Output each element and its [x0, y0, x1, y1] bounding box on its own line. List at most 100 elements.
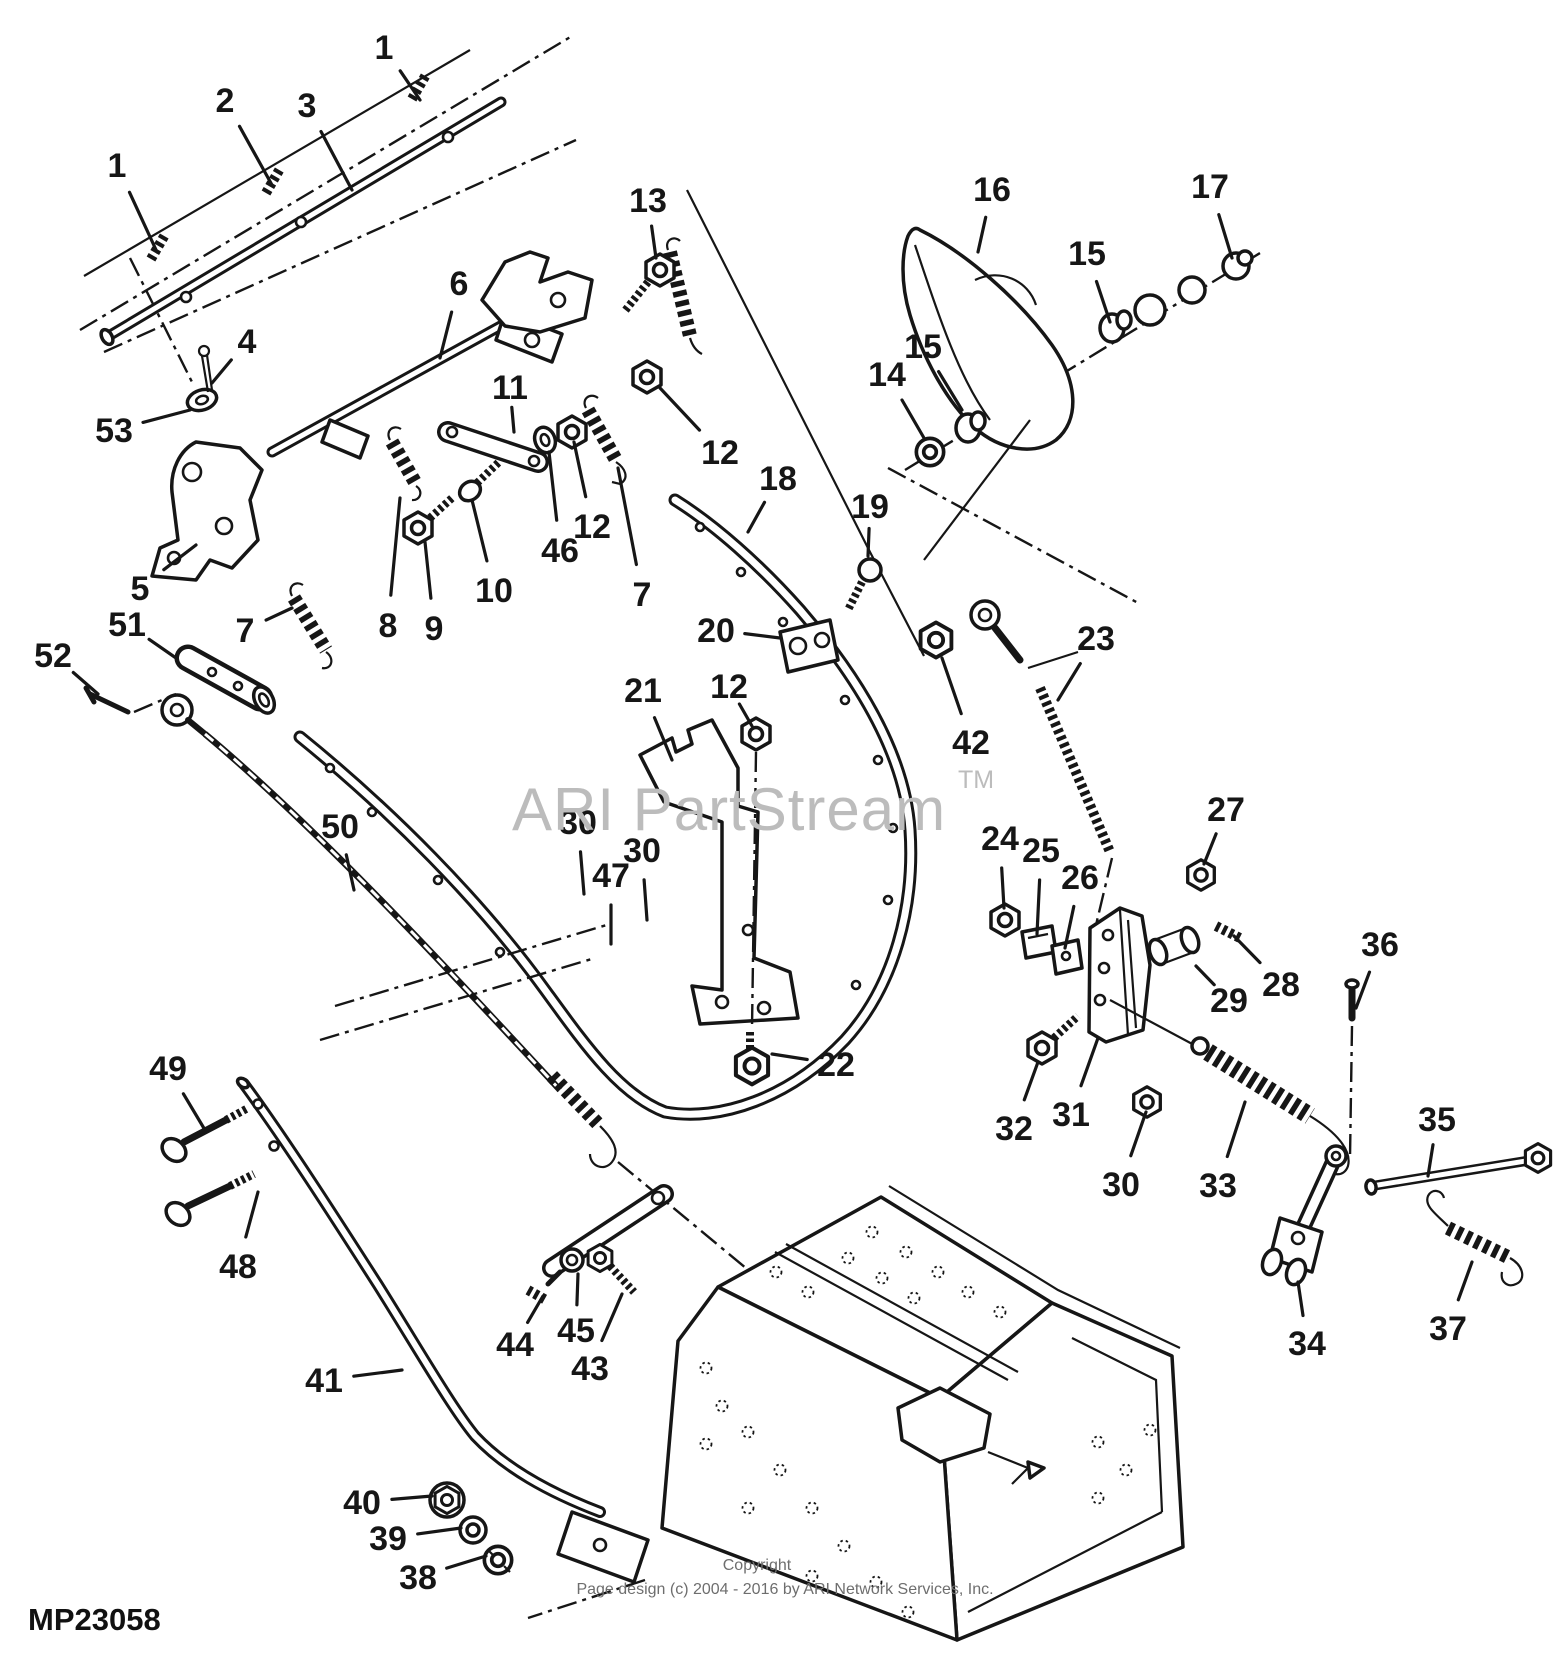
callout-label-1: 1 — [108, 147, 127, 185]
rod-23-assembly — [918, 599, 1115, 926]
washer-14 — [914, 436, 946, 468]
callout-leader-3 — [319, 129, 354, 192]
callout-label-19: 19 — [851, 488, 889, 526]
callout-label-30: 30 — [1102, 1166, 1140, 1204]
callout-leader-41 — [352, 1368, 404, 1378]
callout-leader-49 — [181, 1092, 207, 1132]
callout-leader-31 — [1079, 1036, 1100, 1088]
callout-label-40: 40 — [343, 1484, 381, 1522]
callout-label-47: 47 — [592, 857, 630, 895]
callout-leader-18 — [746, 500, 767, 534]
washer-39 — [458, 1515, 488, 1545]
callout-leader-28 — [1232, 934, 1262, 965]
upper-tie-rod-assembly — [83, 49, 507, 347]
callout-label-9: 9 — [425, 610, 444, 648]
callout-label-26: 26 — [1061, 859, 1099, 897]
callout-label-7: 7 — [633, 576, 652, 614]
bolt-48 — [164, 1200, 192, 1228]
callout-leader-37 — [1456, 1260, 1474, 1302]
handle-grip-assembly — [901, 226, 1266, 561]
callout-label-12: 12 — [573, 508, 611, 546]
spacer — [1177, 275, 1207, 305]
cable-assembly-50 — [83, 644, 894, 1391]
callout-label-39: 39 — [369, 1520, 407, 1558]
callout-label-20: 20 — [697, 612, 735, 650]
grass-bag-housing — [660, 1185, 1185, 1642]
nut-12 — [740, 716, 772, 752]
callout-leader-14 — [900, 398, 926, 440]
callout-label-45: 45 — [557, 1312, 595, 1350]
idler-arm-assembly — [525, 1184, 674, 1305]
copyright-line2: Page design (c) 2004 - 2016 by ARI Netwo… — [576, 1581, 993, 1598]
callout-label-3: 3 — [298, 87, 317, 125]
callout-label-18: 18 — [759, 460, 797, 498]
callout-label-31: 31 — [1052, 1096, 1090, 1134]
callout-leader-40 — [390, 1494, 434, 1502]
callout-leader-30 — [578, 850, 586, 896]
callout-leader-34 — [1296, 1280, 1305, 1318]
zone-pointer-line — [686, 189, 925, 657]
watermark: ARI PartStream — [512, 776, 946, 843]
callout-leader-12 — [658, 386, 702, 432]
callout-label-1: 1 — [375, 29, 394, 67]
cotter-pin-4 — [200, 354, 214, 393]
callout-label-32: 32 — [995, 1110, 1033, 1148]
callout-label-28: 28 — [1262, 966, 1300, 1004]
callout-label-27: 27 — [1207, 791, 1245, 829]
callout-label-24: 24 — [981, 820, 1019, 858]
callout-leader-19 — [866, 526, 871, 558]
bolt-19 — [857, 557, 883, 583]
callout-label-25: 25 — [1022, 832, 1060, 870]
callout-leader-46 — [547, 450, 559, 522]
callout-leader-30 — [1129, 1110, 1148, 1158]
callout-label-38: 38 — [399, 1559, 437, 1597]
callout-label-46: 46 — [541, 532, 579, 570]
callout-label-33: 33 — [1199, 1167, 1237, 1205]
callout-label-52: 52 — [34, 637, 72, 675]
doc-number: MP23058 — [28, 1602, 161, 1637]
callout-leader-10 — [470, 498, 489, 563]
callout-leader-7 — [264, 606, 294, 622]
callout-label-12: 12 — [701, 434, 739, 472]
spacer — [1133, 293, 1167, 327]
callout-label-17: 17 — [1191, 168, 1229, 206]
callout-leader-4 — [210, 358, 233, 385]
callout-leader-9 — [423, 540, 433, 600]
callout-leader-27 — [1202, 832, 1218, 866]
upper-bracket — [480, 250, 594, 334]
bolt-9-head — [402, 510, 434, 546]
callout-label-43: 43 — [571, 1350, 609, 1388]
callout-leader-45 — [575, 1272, 580, 1307]
callout-label-15: 15 — [1068, 235, 1106, 273]
linkage-cluster — [288, 237, 703, 670]
callout-label-42: 42 — [952, 724, 990, 762]
callout-label-14: 14 — [868, 356, 906, 394]
nut-42 — [918, 620, 954, 660]
callout-label-34: 34 — [1288, 1325, 1326, 1363]
callout-leader-48 — [244, 1190, 260, 1239]
link-34-assembly — [1260, 1142, 1553, 1287]
callout-leader-13 — [649, 224, 658, 260]
roller-29 — [1147, 925, 1201, 967]
construction-line — [887, 466, 1141, 606]
callout-leader-21 — [652, 716, 674, 762]
callout-label-30: 30 — [623, 832, 661, 870]
callout-leader-36 — [1354, 970, 1372, 1010]
callout-leader-42 — [940, 656, 963, 716]
callout-leader-1 — [398, 69, 422, 102]
callout-label-4: 4 — [238, 323, 257, 361]
spring-7-right — [581, 406, 623, 464]
callout-label-35: 35 — [1418, 1101, 1456, 1139]
callout-leader-15 — [936, 370, 964, 412]
callout-leader-29 — [1194, 964, 1216, 987]
callout-label-2: 2 — [216, 82, 235, 120]
callout-leader-44 — [525, 1294, 545, 1325]
spring-37 — [1444, 1221, 1514, 1265]
diagram-linework — [79, 34, 1553, 1642]
roll-pin — [407, 70, 432, 102]
callout-label-49: 49 — [149, 1050, 187, 1088]
nut-12 — [631, 359, 663, 395]
lower-handle-41 — [160, 1076, 650, 1620]
